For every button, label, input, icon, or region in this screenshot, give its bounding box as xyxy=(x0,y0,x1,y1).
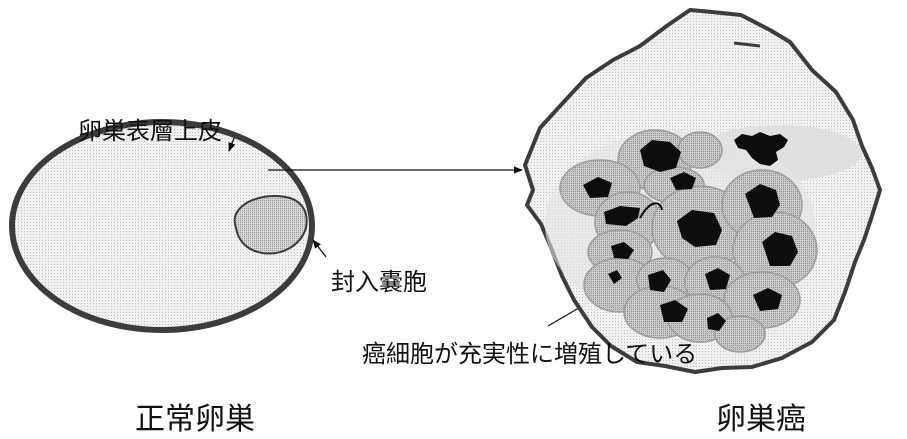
nucleus xyxy=(604,206,640,226)
cell-nuclei xyxy=(583,140,798,331)
tumor-cell xyxy=(677,131,723,169)
nucleus xyxy=(707,313,726,331)
nucleus xyxy=(583,177,612,198)
ovary-body xyxy=(9,119,315,333)
nucleus xyxy=(677,210,722,247)
tumor-cell xyxy=(714,315,766,353)
inclusion-cyst-label: 封入嚢胞 xyxy=(331,268,427,296)
nucleus xyxy=(648,270,671,292)
epithelium-pointer xyxy=(228,137,236,152)
nucleus xyxy=(608,270,622,284)
nucleus xyxy=(762,232,798,266)
cyst-pointer xyxy=(312,239,327,258)
normal-ovary xyxy=(9,119,315,333)
tumor-edge-mark xyxy=(733,41,761,48)
nucleus xyxy=(670,172,696,190)
inclusion-cyst xyxy=(233,195,308,255)
nucleus xyxy=(705,268,730,290)
nucleus xyxy=(753,288,782,311)
ovarian-cancer xyxy=(523,8,882,374)
nucleus xyxy=(660,300,688,322)
ovarian-cancer-caption: 卵巣癌 xyxy=(716,402,806,437)
dark-cell-cluster xyxy=(734,132,788,166)
cancer-cells-label: 癌細胞が充実性に増殖している xyxy=(362,340,698,368)
nucleus xyxy=(745,184,780,218)
normal-ovary-caption: 正常卵巣 xyxy=(135,402,255,437)
nucleus xyxy=(640,140,681,172)
cell-edge xyxy=(639,202,663,219)
nucleus xyxy=(611,242,634,259)
surface-epithelium-label: 卵巣表層上皮 xyxy=(78,117,222,145)
